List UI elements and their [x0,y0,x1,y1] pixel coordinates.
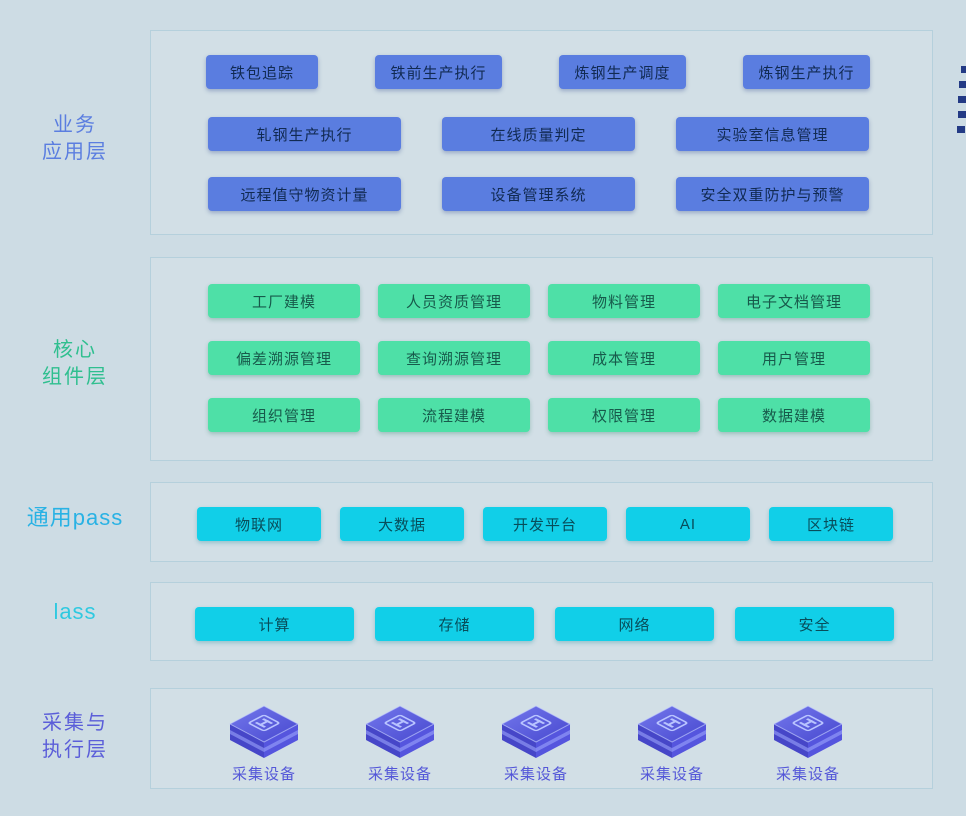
collection-device-cube-icon [772,705,844,758]
paas-module-button[interactable]: AI [626,507,750,541]
paas-module-button[interactable]: 物联网 [197,507,321,541]
collection-device-cube-icon [500,705,572,758]
iaas-layer-label: lass [53,599,97,624]
decor-dot [958,96,966,103]
app-module-button[interactable]: 炼钢生产执行 [743,55,870,89]
core-layer-panel: 工厂建模 人员资质管理 物料管理 电子文档管理 偏差溯源管理 查询溯源管理 成本… [150,257,933,461]
decor-dot [958,111,966,118]
device-item: 采集设备 [617,697,727,784]
iaas-module-button[interactable]: 网络 [555,607,714,641]
iaas-module-button[interactable]: 存储 [375,607,534,641]
app-module-button[interactable]: 铁包追踪 [206,55,318,89]
device-caption: 采集设备 [503,766,568,783]
paas-row: 物联网 大数据 开发平台 AI 区块链 [197,507,893,541]
device-item: 采集设备 [753,697,863,784]
decor-dot [957,126,965,133]
app-module-button[interactable]: 设备管理系统 [442,177,635,211]
app-module-button[interactable]: 远程值守物资计量 [208,177,401,211]
core-module-button[interactable]: 电子文档管理 [718,284,870,318]
app-module-button[interactable]: 炼钢生产调度 [559,55,686,89]
app-module-button[interactable]: 铁前生产执行 [375,55,502,89]
business-layer-label: 业务 应用层 [0,112,150,166]
device-caption: 采集设备 [367,766,432,783]
core-row-2: 偏差溯源管理 查询溯源管理 成本管理 用户管理 [208,341,870,375]
business-row-2: 轧钢生产执行 在线质量判定 实验室信息管理 [208,117,869,151]
core-module-button[interactable]: 流程建模 [378,398,530,432]
core-module-button[interactable]: 工厂建模 [208,284,360,318]
business-layer-label-line1: 业务 [53,114,97,136]
device-item: 采集设备 [481,697,591,784]
core-module-button[interactable]: 偏差溯源管理 [208,341,360,375]
core-layer-label-line1: 核心 [53,339,97,361]
core-row-3: 组织管理 流程建模 权限管理 数据建模 [208,398,870,432]
iaas-module-button[interactable]: 计算 [195,607,354,641]
core-module-button[interactable]: 组织管理 [208,398,360,432]
business-row-1: 铁包追踪 铁前生产执行 炼钢生产调度 炼钢生产执行 [206,55,870,89]
core-module-button[interactable]: 成本管理 [548,341,700,375]
business-layer-label-line2: 应用层 [42,141,108,163]
device-caption: 采集设备 [231,766,296,783]
app-module-button[interactable]: 在线质量判定 [442,117,635,151]
app-module-button[interactable]: 轧钢生产执行 [208,117,401,151]
device-layer-panel: 采集设备 采集设备 [150,688,933,789]
app-module-button[interactable]: 实验室信息管理 [676,117,869,151]
core-row-1: 工厂建模 人员资质管理 物料管理 电子文档管理 [208,284,870,318]
iaas-layer-panel: 计算 存储 网络 安全 [150,582,933,661]
app-module-button[interactable]: 安全双重防护与预警 [676,177,869,211]
collection-device-cube-icon [364,705,436,758]
collection-device-cube-icon [636,705,708,758]
device-caption: 采集设备 [775,766,840,783]
decor-dot [961,66,966,73]
device-layer-label-line1: 采集与 [42,712,108,734]
business-row-3: 远程值守物资计量 设备管理系统 安全双重防护与预警 [208,177,869,211]
decor-dot [959,81,966,88]
core-module-button[interactable]: 查询溯源管理 [378,341,530,375]
paas-module-button[interactable]: 区块链 [769,507,893,541]
device-item: 采集设备 [345,697,455,784]
business-layer-panel: 铁包追踪 铁前生产执行 炼钢生产调度 炼钢生产执行 轧钢生产执行 在线质量判定 … [150,30,933,235]
core-module-button[interactable]: 用户管理 [718,341,870,375]
paas-layer-label: 通用pass [26,505,124,530]
paas-module-button[interactable]: 开发平台 [483,507,607,541]
device-caption: 采集设备 [639,766,704,783]
device-item: 采集设备 [209,697,319,784]
core-module-button[interactable]: 物料管理 [548,284,700,318]
decor-dots [952,66,966,138]
iaas-row: 计算 存储 网络 安全 [195,607,894,641]
core-layer-label: 核心 组件层 [0,337,150,391]
core-module-button[interactable]: 数据建模 [718,398,870,432]
device-row: 采集设备 采集设备 [209,697,863,784]
paas-layer-panel: 物联网 大数据 开发平台 AI 区块链 [150,482,933,562]
iaas-module-button[interactable]: 安全 [735,607,894,641]
core-module-button[interactable]: 人员资质管理 [378,284,530,318]
collection-device-cube-icon [228,705,300,758]
device-layer-label-line2: 执行层 [42,739,108,761]
paas-module-button[interactable]: 大数据 [340,507,464,541]
core-module-button[interactable]: 权限管理 [548,398,700,432]
device-layer-label: 采集与 执行层 [0,710,150,764]
core-layer-label-line2: 组件层 [42,366,108,388]
